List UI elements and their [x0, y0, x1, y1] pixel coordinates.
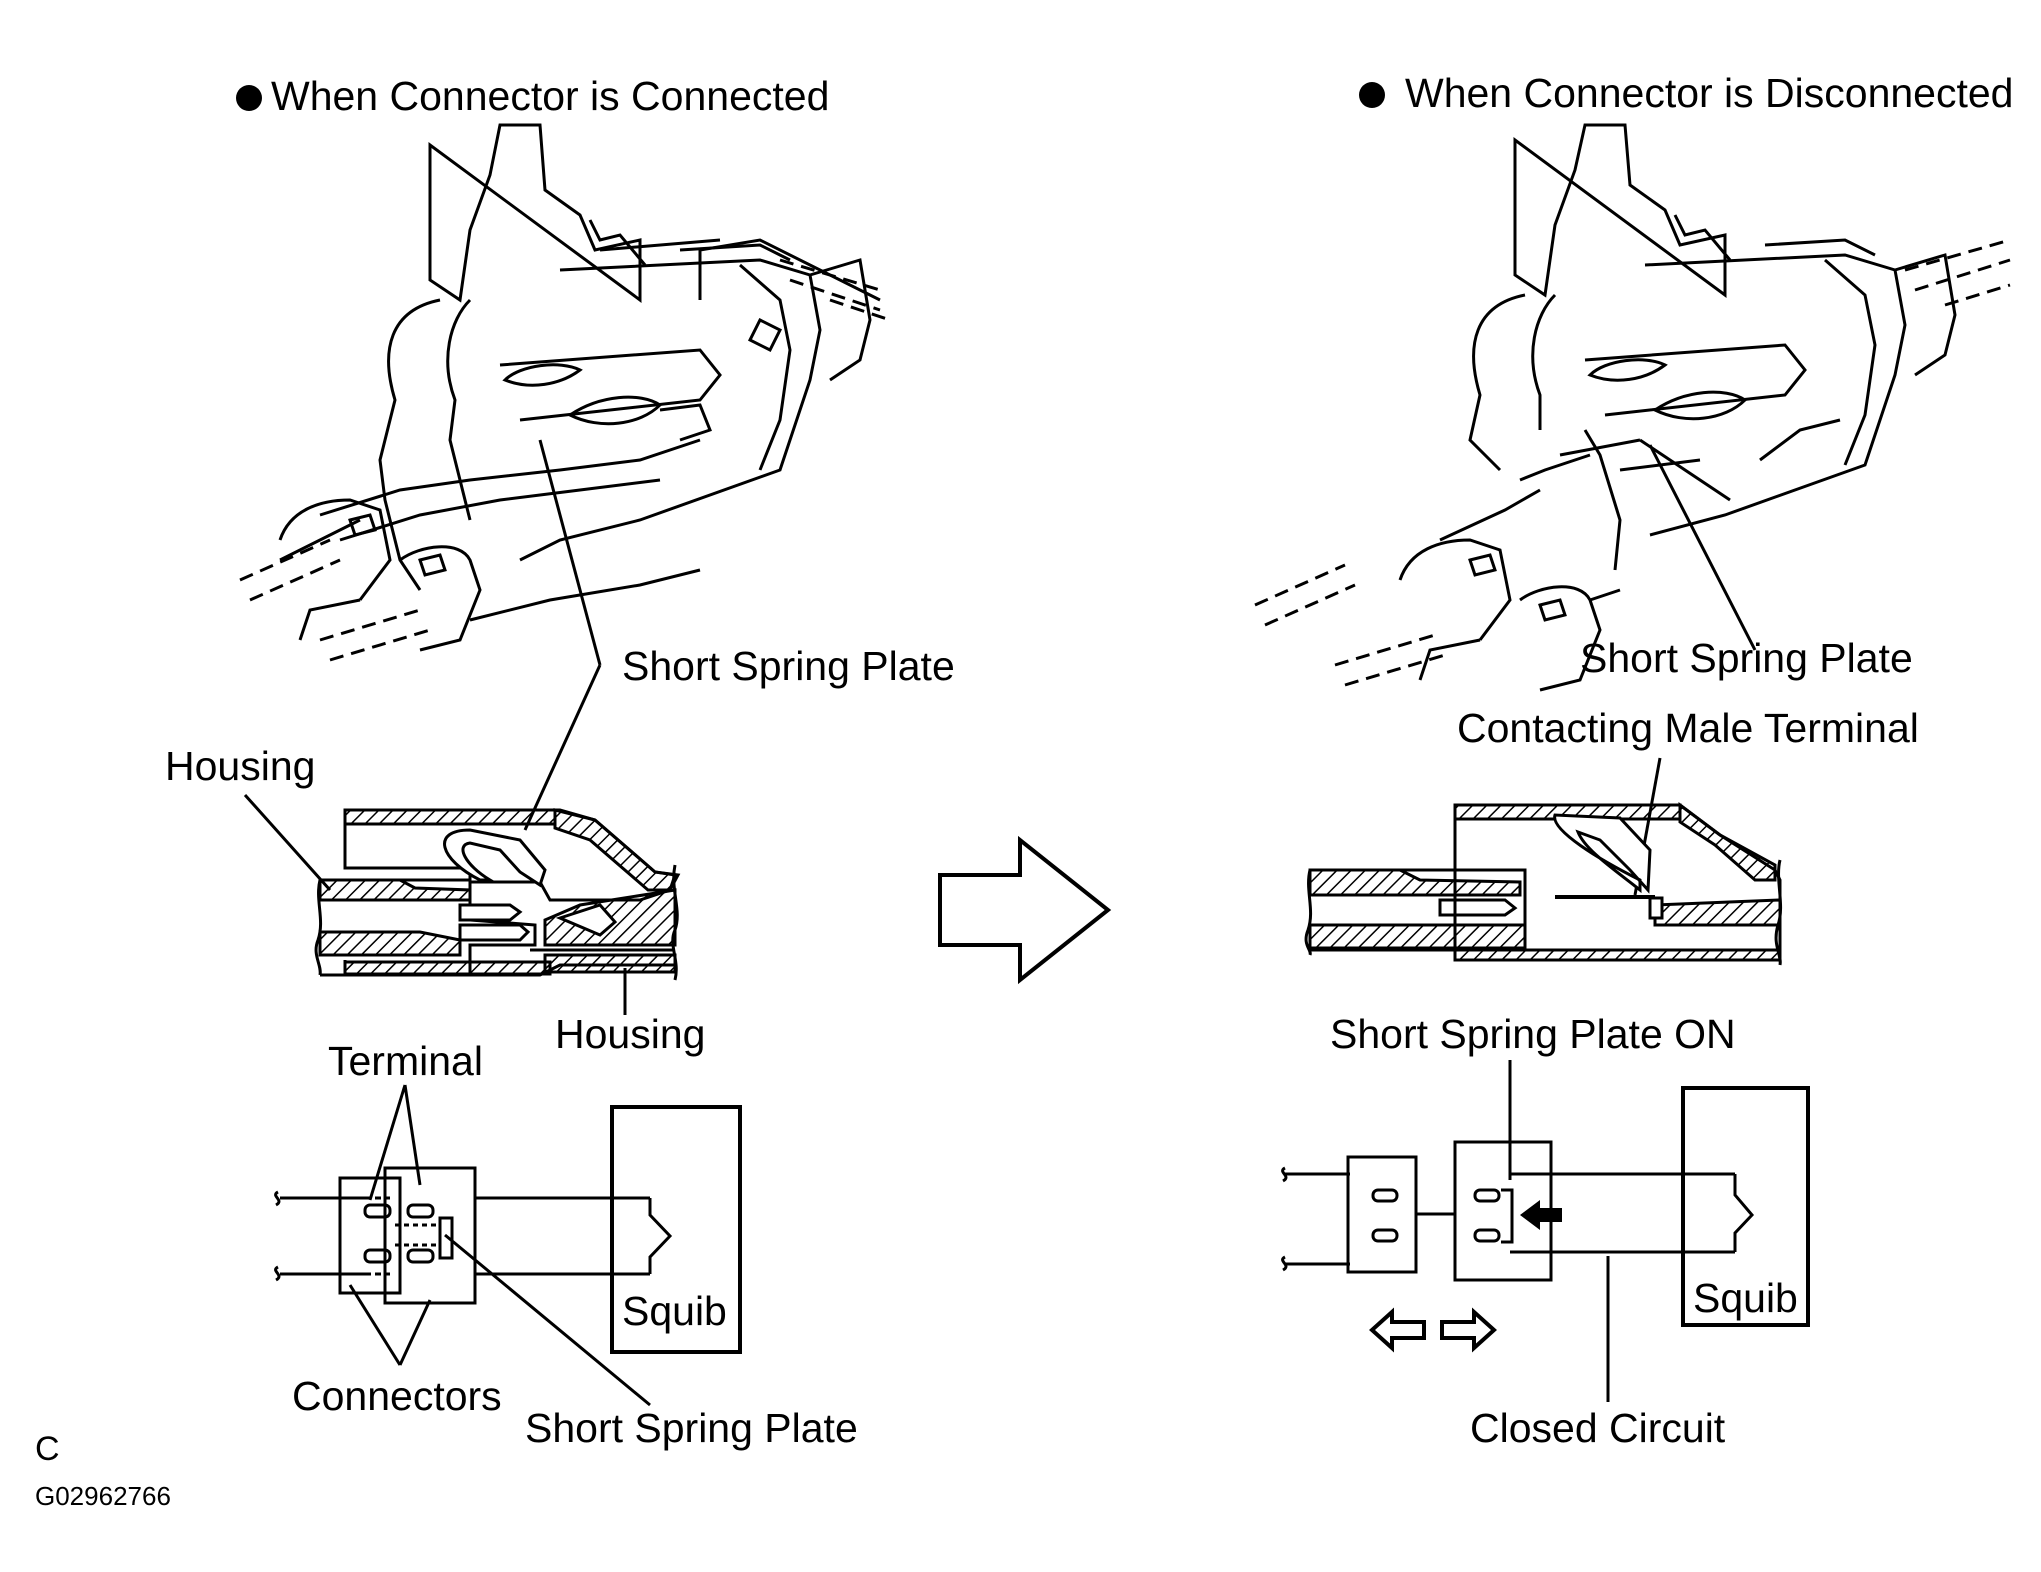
left-housing-bottom-label: Housing	[555, 1011, 705, 1057]
connected-connector-illustration	[278, 123, 881, 652]
housing-top-callout	[243, 793, 332, 892]
right-heading: When Connector is Disconnected	[1405, 70, 2013, 116]
left-heading: When Connector is Connected	[271, 73, 829, 119]
right-squib-label: Squib	[1693, 1275, 1798, 1321]
left-terminal-label: Terminal	[328, 1038, 483, 1084]
left-spring-callout: Short Spring Plate	[622, 643, 955, 689]
right-spring-callout-line	[1648, 444, 1757, 651]
connectors-callout-a	[348, 1284, 402, 1366]
spring-bottom-callout	[444, 1233, 651, 1407]
figure-id: G02962766	[35, 1481, 171, 1511]
spring-callout-line	[538, 439, 602, 666]
right-panel: When Connector is Disconnected	[1254, 70, 2013, 1451]
left-spring-bottom-label: Short Spring Plate	[525, 1405, 858, 1451]
arrow-left-icon	[1369, 1307, 1426, 1353]
arrow-right-icon	[1440, 1307, 1497, 1353]
bullet-icon	[1359, 82, 1385, 108]
left-panel: When Connector is Connected	[165, 73, 955, 1451]
right-spring-callout: Short Spring Plate	[1580, 635, 1913, 681]
spring-callout-line-2	[523, 664, 602, 831]
terminal-callout-b	[403, 1084, 422, 1186]
disconnected-connector-illustration	[1398, 123, 1957, 692]
right-contacting-label: Contacting Male Terminal	[1457, 705, 1919, 751]
left-squib-label: Squib	[622, 1288, 727, 1334]
disconnected-wires	[1254, 238, 2011, 687]
connectors-callout-b	[398, 1299, 432, 1366]
footer-letter: C	[35, 1430, 60, 1468]
right-closed-circuit-label: Closed Circuit	[1470, 1405, 1726, 1451]
connected-wires	[239, 258, 891, 662]
terminal-callout-a	[368, 1084, 407, 1201]
contact-arrow-icon	[1520, 1200, 1562, 1230]
connected-cross-section	[314, 808, 681, 981]
transition-arrow-icon	[938, 835, 1112, 985]
bullet-icon	[236, 85, 262, 111]
disconnected-schematic	[1281, 1086, 1810, 1327]
left-connectors-label: Connectors	[292, 1373, 502, 1419]
right-spring-on-label: Short Spring Plate ON	[1330, 1011, 1736, 1057]
disconnected-cross-section	[1304, 802, 1783, 966]
left-housing-top-label: Housing	[165, 743, 315, 789]
